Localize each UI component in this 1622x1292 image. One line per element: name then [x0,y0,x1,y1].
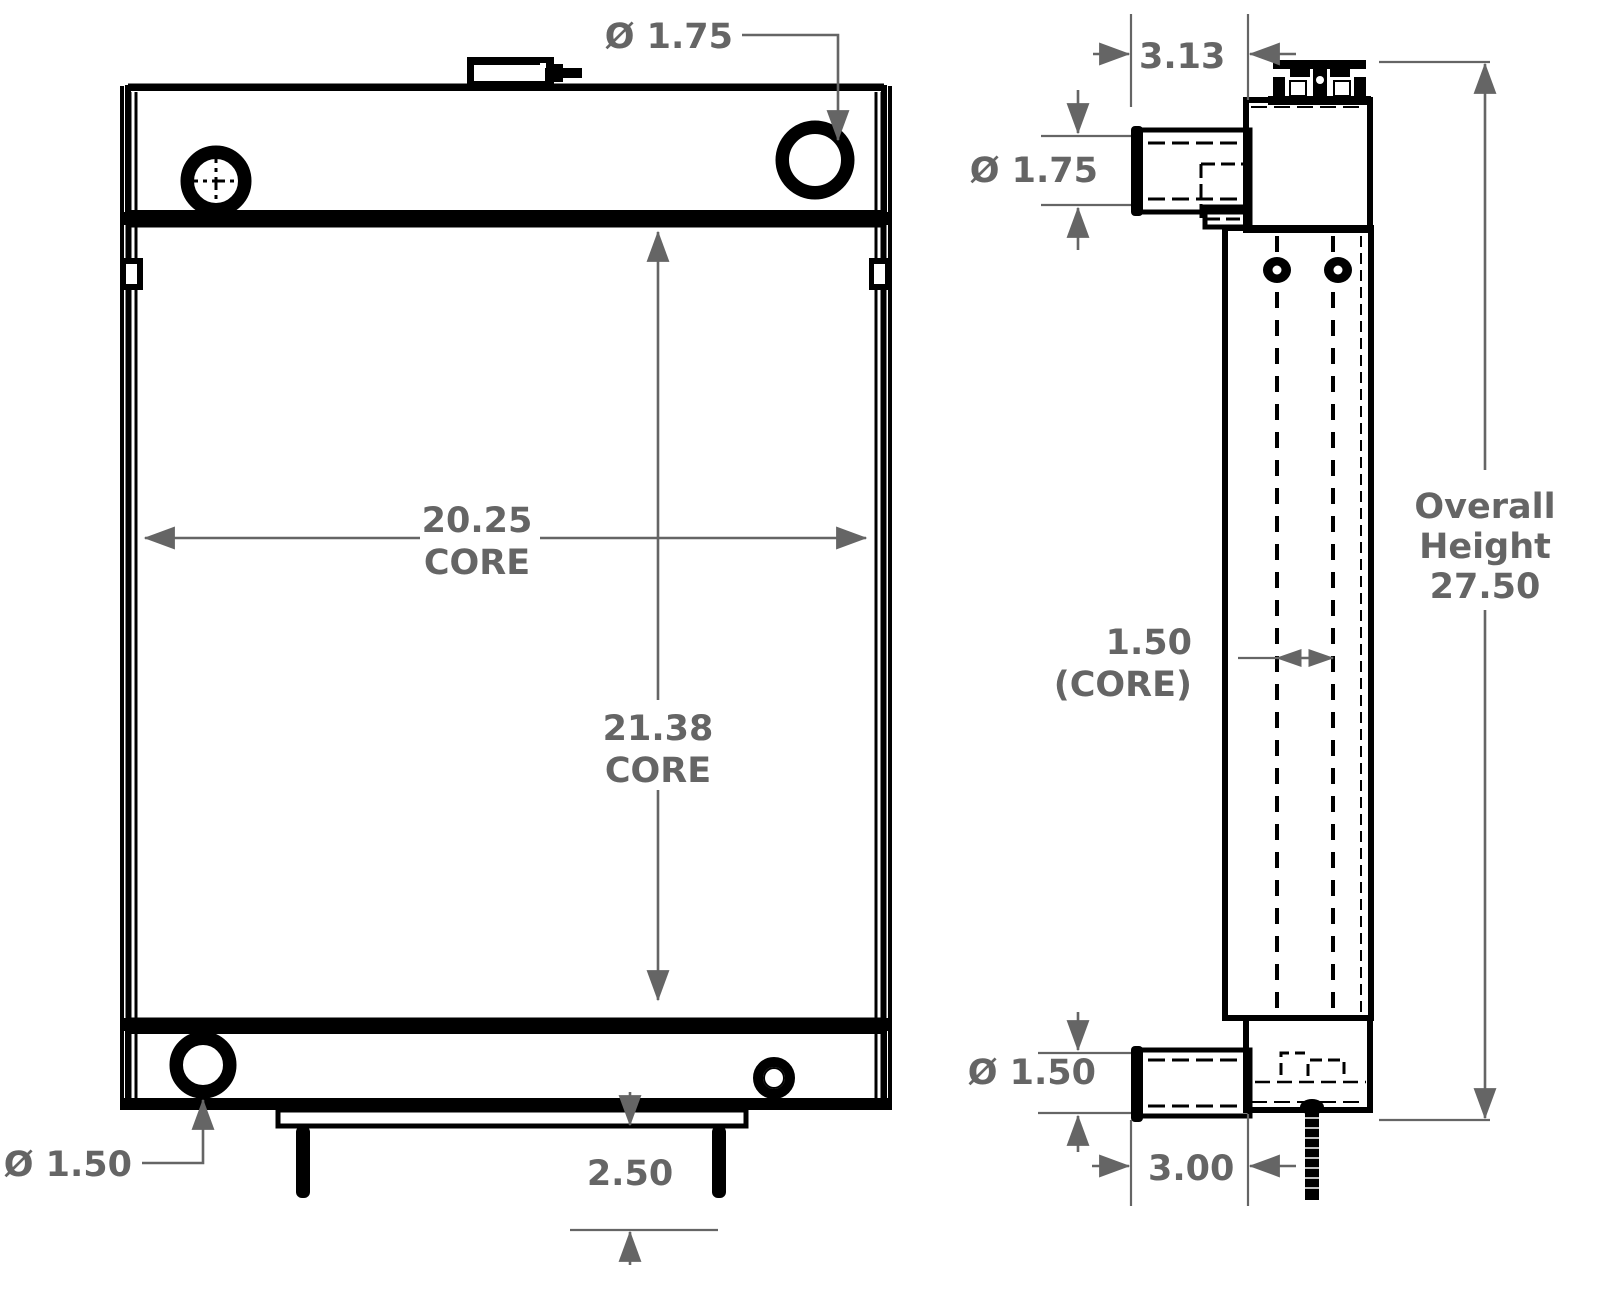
dim-stud-height-value: 2.50 [587,1154,673,1194]
dim-core-height: 21.38 CORE [603,230,714,1002]
dim-top-inlet-diameter-label: Ø 1.75 [605,17,733,57]
dim-bottom-hose-diameter-label: Ø 1.50 [968,1053,1096,1093]
top-hose-neck-side [1131,126,1253,230]
dim-core-width: 20.25 CORE [143,501,868,583]
mounting-stud-right-front [712,1126,726,1198]
dim-core-width-note: CORE [424,543,530,583]
dim-core-height-note: CORE [605,751,711,791]
dim-top-hose-diameter-label: Ø 1.75 [970,151,1098,191]
right-side-channel [869,86,892,1110]
dim-bottom-outlet-diameter-label: Ø 1.50 [4,1145,132,1185]
dim-overall-height-value: 27.50 [1430,567,1541,607]
bottom-mounting-rail [275,1107,749,1129]
bottom-right-drain-port [753,1057,795,1099]
dim-top-offset-value: 3.13 [1139,37,1225,77]
dim-core-width-value: 20.25 [422,501,533,541]
top-right-inlet-port [775,120,855,200]
mounting-stud-side [1300,1099,1324,1200]
dim-core-thickness: 1.50 (CORE) [1054,623,1335,705]
front-view-group: Ø 1.75 20.25 CORE 21.38 CORE Ø 1.50 2.50 [4,17,892,1265]
mounting-stud-left-front [296,1126,310,1198]
dim-bottom-offset: 3.00 [1092,1114,1296,1206]
dim-stud-height: 2.50 [570,1092,718,1265]
bottom-hose-neck-side [1131,1046,1253,1122]
dim-top-hose-diameter: Ø 1.75 [970,90,1131,250]
dim-bottom-hose-diameter: Ø 1.50 [968,1012,1131,1152]
dim-overall-height: Overall Height 27.50 [1379,60,1556,1122]
dim-overall-height-label-line2: Height [1419,527,1551,567]
dim-core-height-value: 21.38 [603,709,714,749]
bottom-left-outlet-port [169,1031,237,1099]
top-left-port [180,145,252,217]
top-tank-front [124,83,888,225]
dim-top-inlet-diameter: Ø 1.75 [605,17,850,142]
side-view-group: 3.13 Ø 1.75 1.50 (CORE) Ø 1.50 [968,14,1556,1206]
bottom-tank-front [124,1018,888,1110]
left-side-channel [120,86,143,1110]
dim-core-thickness-value: 1.50 [1106,623,1192,663]
dim-bottom-outlet-diameter: Ø 1.50 [4,1098,215,1185]
dim-overall-height-label-line1: Overall [1414,487,1555,527]
dim-core-thickness-note: (CORE) [1054,665,1192,705]
dim-top-offset: 3.13 [1093,14,1296,107]
dim-bottom-offset-value: 3.00 [1148,1149,1234,1189]
